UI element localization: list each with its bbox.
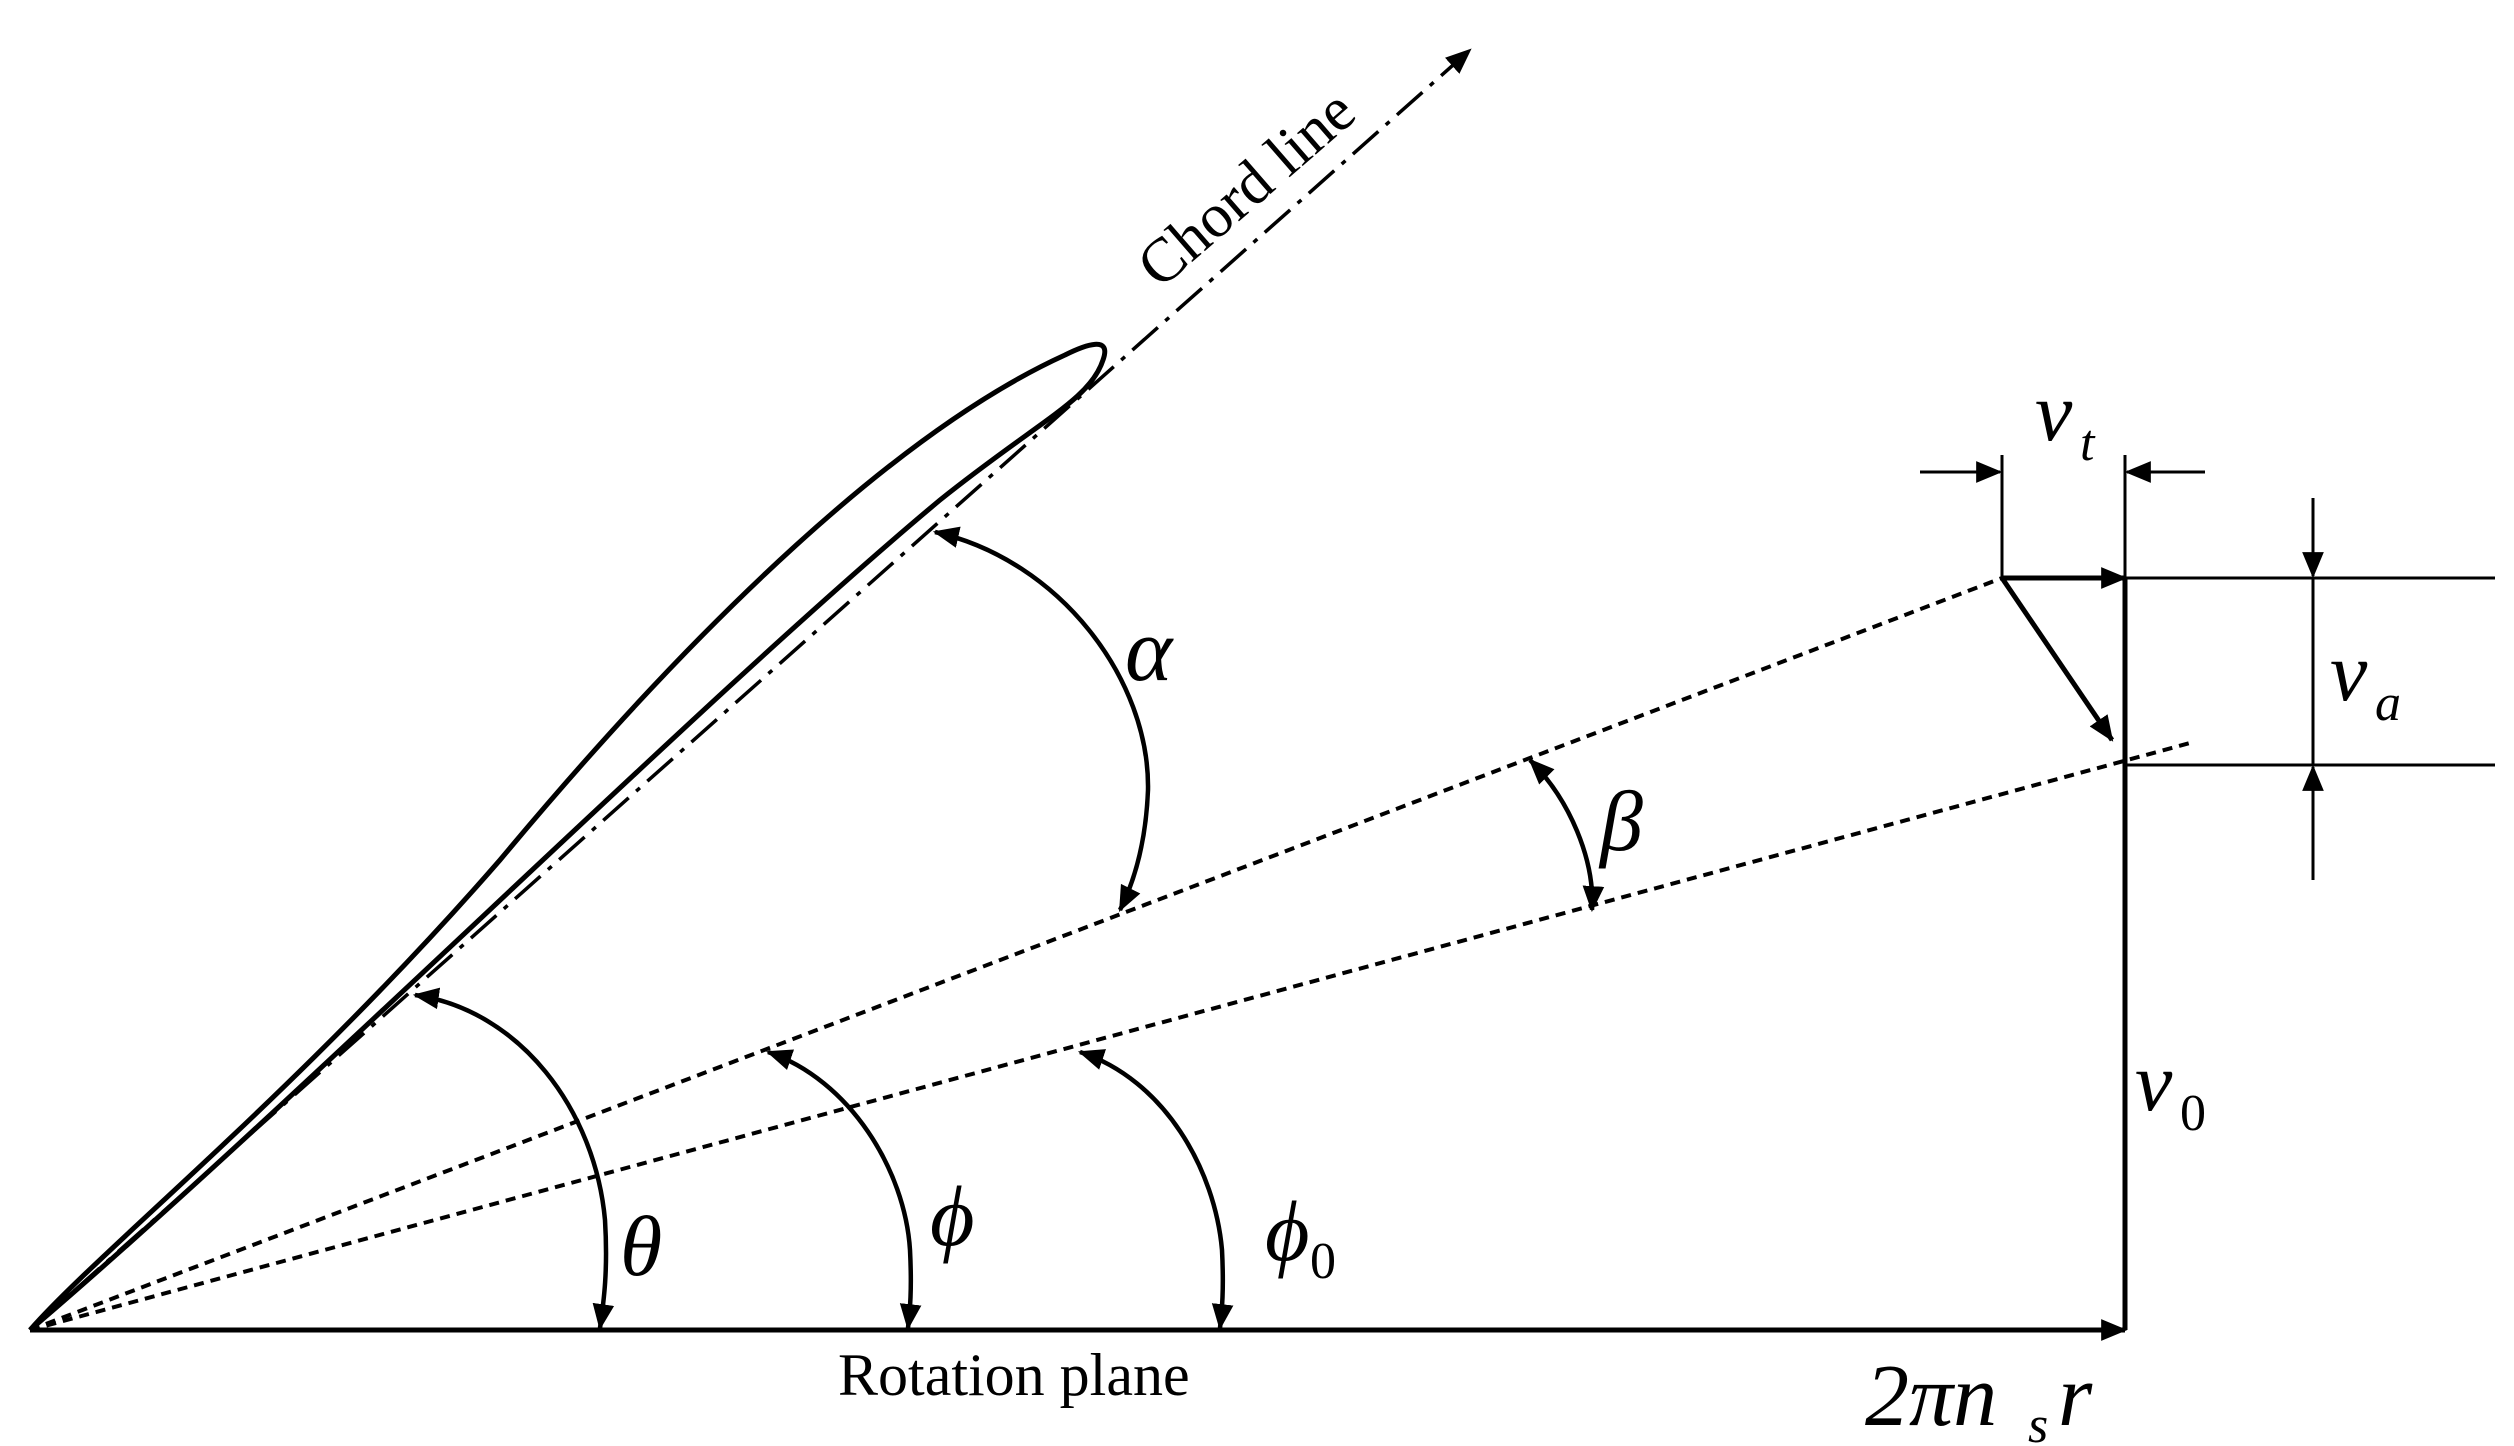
svg-text:v: v	[2330, 626, 2368, 719]
svg-text:0: 0	[2180, 1085, 2206, 1142]
theta-arc	[412, 987, 615, 1331]
svg-text:ϕ: ϕ	[1265, 1183, 1310, 1279]
svg-text:v: v	[2135, 1036, 2173, 1129]
induced-velocity-arrow	[1999, 576, 2115, 742]
svg-text:v: v	[2035, 366, 2073, 459]
chord-line-label: Chord line	[1125, 76, 1368, 300]
rotation-plane-label: Rotation plane	[838, 1342, 1190, 1408]
theta-label: θ	[620, 1198, 662, 1294]
inflow-line-phi	[29, 576, 2003, 1332]
chord-line	[28, 48, 1472, 1332]
phi0-label: ϕ 0	[1265, 1183, 1336, 1290]
svg-text:t: t	[2080, 415, 2096, 472]
phi-arc	[765, 1049, 922, 1331]
phi0-arc	[1077, 1049, 1234, 1331]
beta-label: β	[1598, 773, 1643, 869]
svg-text:2πn: 2πn	[1865, 1348, 1997, 1445]
svg-text:a: a	[2375, 675, 2401, 732]
tangential-speed-label: 2πn s r	[1865, 1348, 2093, 1446]
v0-label: v 0	[2135, 1036, 2206, 1142]
phi-label: ϕ	[930, 1168, 975, 1264]
airfoil-outline	[28, 341, 1108, 1332]
alpha-label: α	[1125, 601, 1174, 700]
svg-text:s: s	[2028, 1397, 2048, 1446]
beta-arc	[1528, 758, 1605, 913]
alpha-arc	[932, 526, 1151, 912]
vt-label: v t	[2035, 366, 2096, 472]
svg-text:r: r	[2058, 1348, 2093, 1445]
va-label: v a	[2330, 626, 2401, 732]
svg-text:0: 0	[1310, 1233, 1336, 1290]
